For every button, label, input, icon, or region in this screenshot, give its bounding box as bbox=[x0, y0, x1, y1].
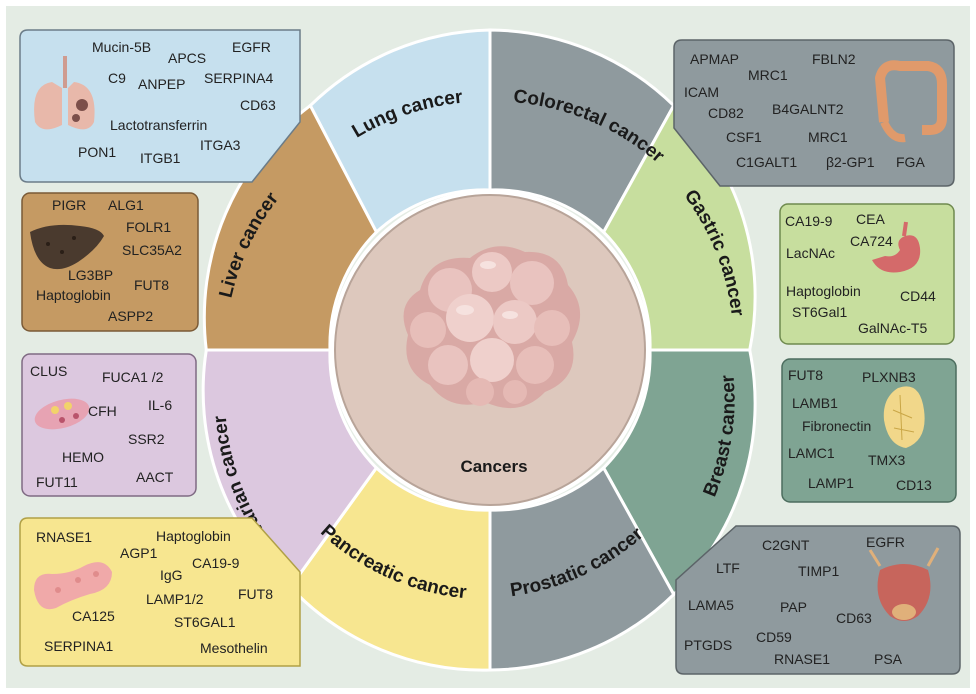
gene-label: LTF bbox=[716, 560, 740, 576]
gene-label: ST6GAL1 bbox=[174, 614, 236, 630]
gene-label: PSA bbox=[874, 651, 903, 667]
gene-label: CEA bbox=[856, 211, 885, 227]
gene-label: Mesothelin bbox=[200, 640, 268, 656]
gene-label: ANPEP bbox=[138, 76, 185, 92]
gene-label: FUT8 bbox=[238, 586, 273, 602]
pancreas-icon bbox=[34, 562, 112, 610]
gene-label: GalNAc-T5 bbox=[858, 320, 927, 336]
gene-label: TMX3 bbox=[868, 452, 906, 468]
gene-label: PTGDS bbox=[684, 637, 732, 653]
gene-label: ITGB1 bbox=[140, 150, 181, 166]
gene-label: PAP bbox=[780, 599, 807, 615]
liver-icon bbox=[30, 224, 104, 270]
gene-label: RNASE1 bbox=[774, 651, 830, 667]
gene-label: FUT11 bbox=[36, 474, 78, 490]
gene-label: PON1 bbox=[78, 144, 116, 160]
stomach-icon bbox=[872, 221, 921, 273]
biomarker-box-ovarian: CLUS FUCA1 /2 CFH IL-6 SSR2 HEMO FUT11 A… bbox=[21, 353, 197, 497]
gene-label: PLXNB3 bbox=[862, 369, 916, 385]
biomarker-box-colorectal: APMAP MRC1 FBLN2 ICAM CD82 B4GALNT2 CSF1… bbox=[673, 39, 955, 187]
gene-label: PIGR bbox=[52, 197, 86, 213]
gene-label: AACT bbox=[136, 469, 174, 485]
gene-label: AGP1 bbox=[120, 545, 158, 561]
prostate-bladder-icon bbox=[868, 547, 940, 621]
gene-label: C1GALT1 bbox=[736, 154, 797, 170]
biomarker-box-gastric: CA19-9 CEA CA724 LacNAc Haptoglobin CD44… bbox=[779, 203, 955, 345]
gene-label: CD44 bbox=[900, 288, 936, 304]
gene-label: Fibronectin bbox=[802, 418, 871, 434]
gene-label: CD13 bbox=[896, 477, 932, 493]
gene-label: CD63 bbox=[240, 97, 276, 113]
gene-label: LAMP1/2 bbox=[146, 591, 204, 607]
gene-label: CA19-9 bbox=[785, 213, 833, 229]
biomarker-box-prostatic: C2GNT EGFR LTF TIMP1 LAMA5 PAP CD63 PTGD… bbox=[675, 525, 961, 675]
gene-label: β2-GP1 bbox=[826, 154, 875, 170]
gene-label: SERPINA4 bbox=[204, 70, 273, 86]
gene-label: MRC1 bbox=[808, 129, 848, 145]
gene-label: ASPP2 bbox=[108, 308, 153, 324]
gene-label: Haptoglobin bbox=[156, 528, 231, 544]
gene-label: LG3BP bbox=[68, 267, 113, 283]
gene-label: LacNAc bbox=[786, 245, 835, 261]
center-label: Cancers bbox=[460, 457, 527, 476]
gene-label: ALG1 bbox=[108, 197, 144, 213]
gene-label: FOLR1 bbox=[126, 219, 171, 235]
gene-label: CA125 bbox=[72, 608, 115, 624]
gene-label: LAMA5 bbox=[688, 597, 734, 613]
colon-icon bbox=[875, 60, 947, 143]
gene-label: C2GNT bbox=[762, 537, 810, 553]
gene-label: APCS bbox=[168, 50, 206, 66]
gene-label: TIMP1 bbox=[798, 563, 839, 579]
gene-label: FUT8 bbox=[134, 277, 169, 293]
gene-label: ITGA3 bbox=[200, 137, 241, 153]
biomarker-box-pancreatic: RNASE1 Haptoglobin AGP1 CA19-9 IgG FUT8 … bbox=[19, 517, 301, 667]
gene-label: CA724 bbox=[850, 233, 893, 249]
gene-label: CD82 bbox=[708, 105, 744, 121]
gene-label: EGFR bbox=[866, 534, 905, 550]
tumor-icon bbox=[403, 246, 581, 409]
gene-label: Mucin-5B bbox=[92, 39, 151, 55]
biomarker-box-liver: PIGR ALG1 FOLR1 SLC35A2 LG3BP FUT8 Hapto… bbox=[21, 192, 199, 332]
gene-label: B4GALNT2 bbox=[772, 101, 844, 117]
gene-label: CFH bbox=[88, 403, 117, 419]
gene-label: SLC35A2 bbox=[122, 242, 182, 258]
gene-label: Haptoglobin bbox=[36, 287, 111, 303]
gene-label: HEMO bbox=[62, 449, 104, 465]
gene-label: LAMP1 bbox=[808, 475, 854, 491]
gene-label: LAMB1 bbox=[792, 395, 838, 411]
gene-label: EGFR bbox=[232, 39, 271, 55]
gene-label: FBLN2 bbox=[812, 51, 856, 67]
gene-label: C9 bbox=[108, 70, 126, 86]
gene-label: SERPINA1 bbox=[44, 638, 113, 654]
biomarker-box-breast: FUT8 PLXNB3 LAMB1 Fibronectin LAMC1 TMX3… bbox=[781, 358, 957, 503]
gene-label: CLUS bbox=[30, 363, 67, 379]
ovary-icon bbox=[34, 398, 90, 430]
gene-label: APMAP bbox=[690, 51, 739, 67]
gene-label: CSF1 bbox=[726, 129, 762, 145]
gene-label: IL-6 bbox=[148, 397, 172, 413]
gene-label: FGA bbox=[896, 154, 925, 170]
gene-label: CA19-9 bbox=[192, 555, 240, 571]
gene-label: MRC1 bbox=[748, 67, 788, 83]
gene-label: FUT8 bbox=[788, 367, 823, 383]
gene-label: FUCA1 /2 bbox=[102, 369, 164, 385]
gene-label: LAMC1 bbox=[788, 445, 835, 461]
gene-label: IgG bbox=[160, 567, 183, 583]
lungs-icon bbox=[34, 56, 95, 130]
biomarker-box-lung: Mucin-5B APCS EGFR C9 ANPEP SERPINA4 CD6… bbox=[19, 29, 301, 183]
gene-label: ICAM bbox=[684, 84, 719, 100]
gene-label: RNASE1 bbox=[36, 529, 92, 545]
gene-label: ST6Gal1 bbox=[792, 304, 847, 320]
gene-label: CD63 bbox=[836, 610, 872, 626]
breast-tissue-icon bbox=[883, 386, 925, 448]
gene-label: SSR2 bbox=[128, 431, 165, 447]
gene-label: CD59 bbox=[756, 629, 792, 645]
gene-label: Haptoglobin bbox=[786, 283, 861, 299]
gene-label: Lactotransferrin bbox=[110, 117, 207, 133]
